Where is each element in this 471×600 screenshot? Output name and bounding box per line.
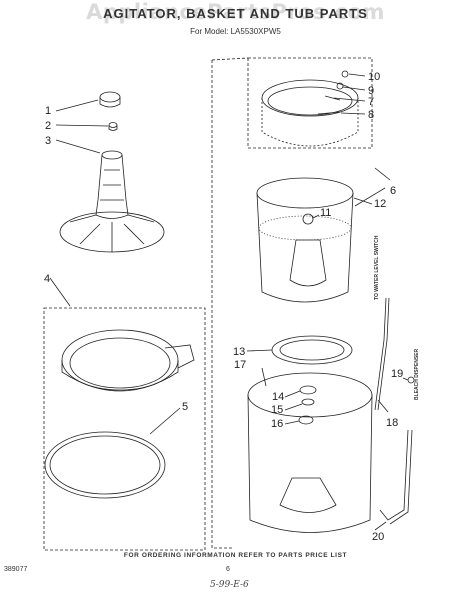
diagram-title: AGITATOR, BASKET AND TUB PARTS: [103, 6, 368, 21]
part-3-agitator-body: [95, 154, 129, 219]
callout-11: 11: [320, 207, 331, 219]
callout-3: 3: [45, 135, 51, 147]
callout-8: 8: [368, 109, 374, 121]
handwritten-note: 5-99-E-6: [210, 580, 249, 590]
part-2-nut: [108, 122, 118, 128]
part-10-screw: [341, 70, 349, 78]
callout-2: 2: [45, 120, 51, 132]
page-number: 6: [226, 566, 230, 573]
callout-10: 10: [368, 71, 380, 83]
model-subtitle: For Model: LA5530XPW5: [190, 27, 281, 36]
part-18-hose: [374, 297, 387, 411]
callout-20: 20: [372, 531, 384, 543]
part-7-clip: [324, 95, 341, 101]
callout-15: 15: [271, 404, 283, 416]
part-8-seal: [317, 111, 341, 115]
callout-9: 9: [368, 85, 374, 97]
callout-12: 12: [374, 198, 386, 210]
callout-14: 14: [272, 391, 284, 403]
part-20-bleach-hose: [379, 429, 409, 521]
callout-7: 7: [368, 96, 374, 108]
part-14-bearing: [299, 385, 317, 395]
part-5-gasket: [44, 431, 166, 499]
part-15-seal: [301, 398, 315, 406]
part-16-bushing: [298, 415, 314, 425]
callout-16: 16: [271, 418, 283, 430]
part-12-basket-body: [256, 192, 354, 303]
left-box: [43, 307, 206, 551]
callout-1: 1: [45, 105, 51, 117]
part-1-cap: [99, 91, 121, 103]
callout-5: 5: [182, 401, 188, 413]
diagram-code: 389077: [4, 566, 28, 573]
part-9-washer: [336, 82, 344, 90]
part-4-tub-ring: [61, 329, 179, 391]
part-17-outer-tub: [247, 372, 373, 418]
callout-17: 17: [234, 359, 246, 371]
bleach-label: BLEACH DISPENSER: [414, 348, 420, 400]
watermark: AppliancePartsPros.com: [86, 0, 385, 24]
right-outline: [211, 57, 249, 549]
part-12-basket-top: [256, 177, 354, 209]
ordering-note: FOR ORDERING INFORMATION REFER TO PARTS …: [123, 552, 348, 559]
hose-label: TO WATER LEVEL SWITCH: [374, 235, 380, 300]
part-11-drive-block: [302, 213, 314, 225]
upper-frame: [247, 57, 373, 149]
callout-13: 13: [233, 346, 245, 358]
callout-19: 19: [391, 368, 403, 380]
callout-18: 18: [386, 417, 398, 429]
callout-4: 4: [44, 273, 50, 285]
callout-6: 6: [390, 185, 396, 197]
part-3-agitator-top: [101, 150, 123, 160]
part-6-balance-ring: [261, 79, 359, 117]
